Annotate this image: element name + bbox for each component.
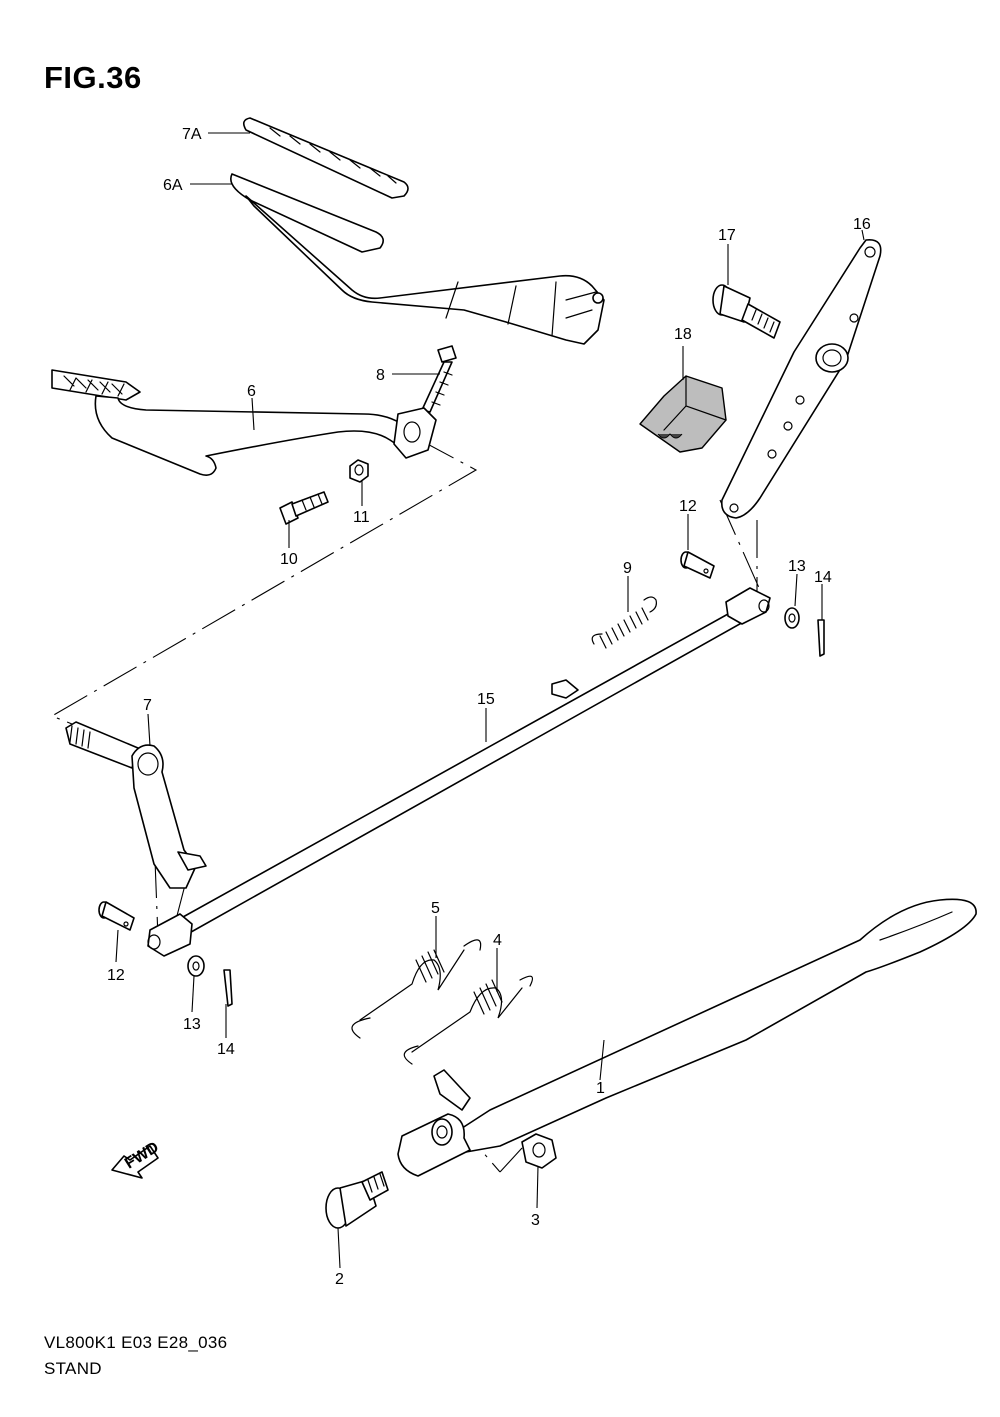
callout-2: 2 <box>335 1271 344 1288</box>
footrest-rubber-7a[interactable] <box>242 117 409 199</box>
model-code: VL800K1 E03 E28_036 <box>44 1333 228 1352</box>
callout-7a: 7A <box>182 126 202 143</box>
callout-12-lower: 12 <box>107 967 125 984</box>
cover-18[interactable] <box>639 375 727 453</box>
callout-13-upper: 13 <box>788 558 806 575</box>
side-stand-1[interactable] <box>397 898 977 1177</box>
callout-11: 11 <box>353 509 370 526</box>
callout-labels: 7A 6A 17 16 18 8 6 11 10 12 13 14 9 15 7… <box>107 126 871 1288</box>
nut-3[interactable] <box>521 1133 557 1169</box>
forward-arrow-icon: FWD <box>111 1139 162 1179</box>
leader-lines <box>115 132 865 1269</box>
spring-4[interactable] <box>403 975 533 1065</box>
stand-arm-7[interactable] <box>65 721 207 889</box>
callout-1: 1 <box>596 1080 605 1097</box>
callout-6: 6 <box>247 383 256 400</box>
callout-7: 7 <box>143 697 152 714</box>
pivot-bolt-2[interactable] <box>325 1171 389 1229</box>
callout-18: 18 <box>674 326 692 343</box>
cotter-pin-14-lower[interactable] <box>223 969 233 1007</box>
callout-14-upper: 14 <box>814 569 832 586</box>
callout-12-upper: 12 <box>679 498 697 515</box>
spring-5[interactable] <box>351 939 482 1039</box>
clevis-pin-12-lower[interactable] <box>98 901 135 931</box>
callout-5: 5 <box>431 900 440 917</box>
washer-13-upper[interactable] <box>784 607 800 629</box>
pivot-bolt-17[interactable] <box>712 284 781 339</box>
callout-13-lower: 13 <box>183 1016 201 1033</box>
callout-15: 15 <box>477 691 495 708</box>
callout-14-lower: 14 <box>217 1041 235 1058</box>
brake-pedal-6[interactable] <box>51 369 437 476</box>
callout-9: 9 <box>623 560 632 577</box>
return-spring-9[interactable] <box>591 596 657 649</box>
clevis-pin-12-upper[interactable] <box>680 551 715 579</box>
figure-name: STAND <box>44 1359 102 1378</box>
callout-3: 3 <box>531 1212 540 1229</box>
callout-8: 8 <box>376 367 385 384</box>
figure-title: FIG.36 <box>44 60 142 95</box>
bolt-10[interactable] <box>279 491 329 525</box>
footrest-arm-6a[interactable] <box>230 173 605 345</box>
cotter-pin-14-upper[interactable] <box>817 619 825 657</box>
washer-13-lower[interactable] <box>187 955 205 977</box>
callout-6a: 6A <box>163 177 183 194</box>
stand-rod-15[interactable] <box>147 587 771 957</box>
stand-link-16[interactable] <box>720 239 882 519</box>
nut-11[interactable] <box>349 459 369 483</box>
callout-10: 10 <box>280 551 298 568</box>
callout-17: 17 <box>718 227 736 244</box>
callout-4: 4 <box>493 932 502 949</box>
clamp-bolt-8[interactable] <box>421 345 457 413</box>
callout-16: 16 <box>853 216 871 233</box>
